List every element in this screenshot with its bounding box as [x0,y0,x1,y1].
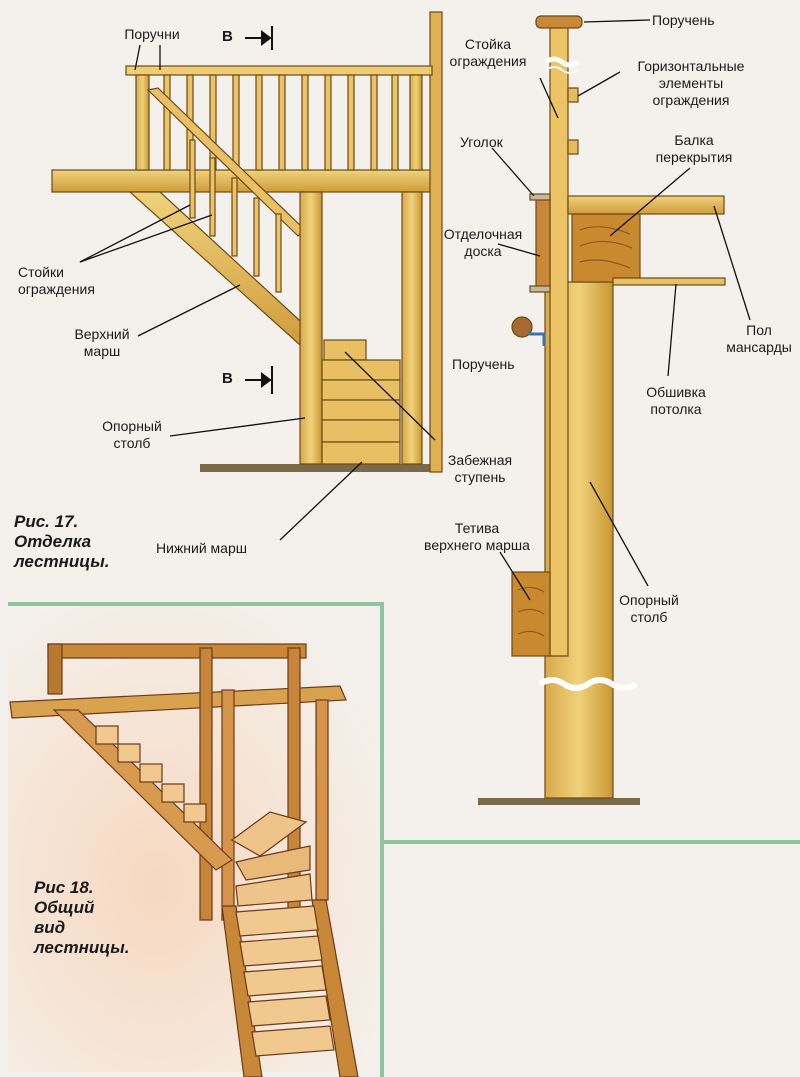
fig17-lower-flight-steps [321,339,401,465]
fig18-winder-1 [230,811,308,857]
fig17-landing-balusters [163,74,399,171]
section-ground [478,798,640,805]
fig18-post-2 [221,689,235,921]
fig17-rail-post-right [409,74,423,171]
section-angle-top [529,193,551,201]
section-leader-lines [491,19,751,601]
section-stringer [511,571,551,657]
section-post-break [538,677,638,691]
fig17-sloped-balusters [189,139,282,293]
section-floor-beam [571,213,641,283]
fig17-support-post [299,191,323,465]
section-mark-bottom [245,366,273,394]
fig17-leader-lines [79,44,436,541]
section-baluster [549,25,569,657]
section-mark-top-label: В [222,28,233,45]
section-horizontal-element-2 [567,139,579,155]
section-handrail-side [511,316,533,338]
fig17-wall-post [429,11,443,473]
label-handrail-side: Поручень [452,356,515,372]
section-handrail-top [535,15,583,29]
fig18-winder-2 [235,845,311,881]
label-handrail-top: Поручень [652,12,715,28]
section-angle-bottom [529,285,551,293]
fig17-right-post [401,191,423,465]
fig18-upper-stringer [52,709,233,871]
section-view [478,15,726,805]
section-mark-top [245,26,273,50]
label-lower-flight: Нижний марш [156,540,247,556]
section-finish-board [535,197,551,289]
fig18-post-1 [199,647,213,921]
fig18-top-beam [47,643,307,659]
figure-18-general-view [8,602,800,1077]
section-mark-bottom-label: В [222,370,233,387]
label-railings: Поручни [124,26,180,42]
fig18-post-4 [315,699,329,901]
fig18-frame [8,602,800,844]
section-ceiling-lining [612,277,726,286]
fig18-upper-steps [95,725,207,823]
fig17-top-handrail [125,65,433,76]
fig18-left-top-post [47,643,63,695]
section-horizontal-element-1 [567,87,579,103]
fig18-lower-steps [235,905,335,1057]
figure-17-staircase-finish [51,11,443,473]
fig17-rail-post-left [135,74,150,171]
fig17-ground [200,464,432,472]
fig18-lower-stringer-right [311,899,359,1077]
label-angle: Уголок [460,134,503,150]
